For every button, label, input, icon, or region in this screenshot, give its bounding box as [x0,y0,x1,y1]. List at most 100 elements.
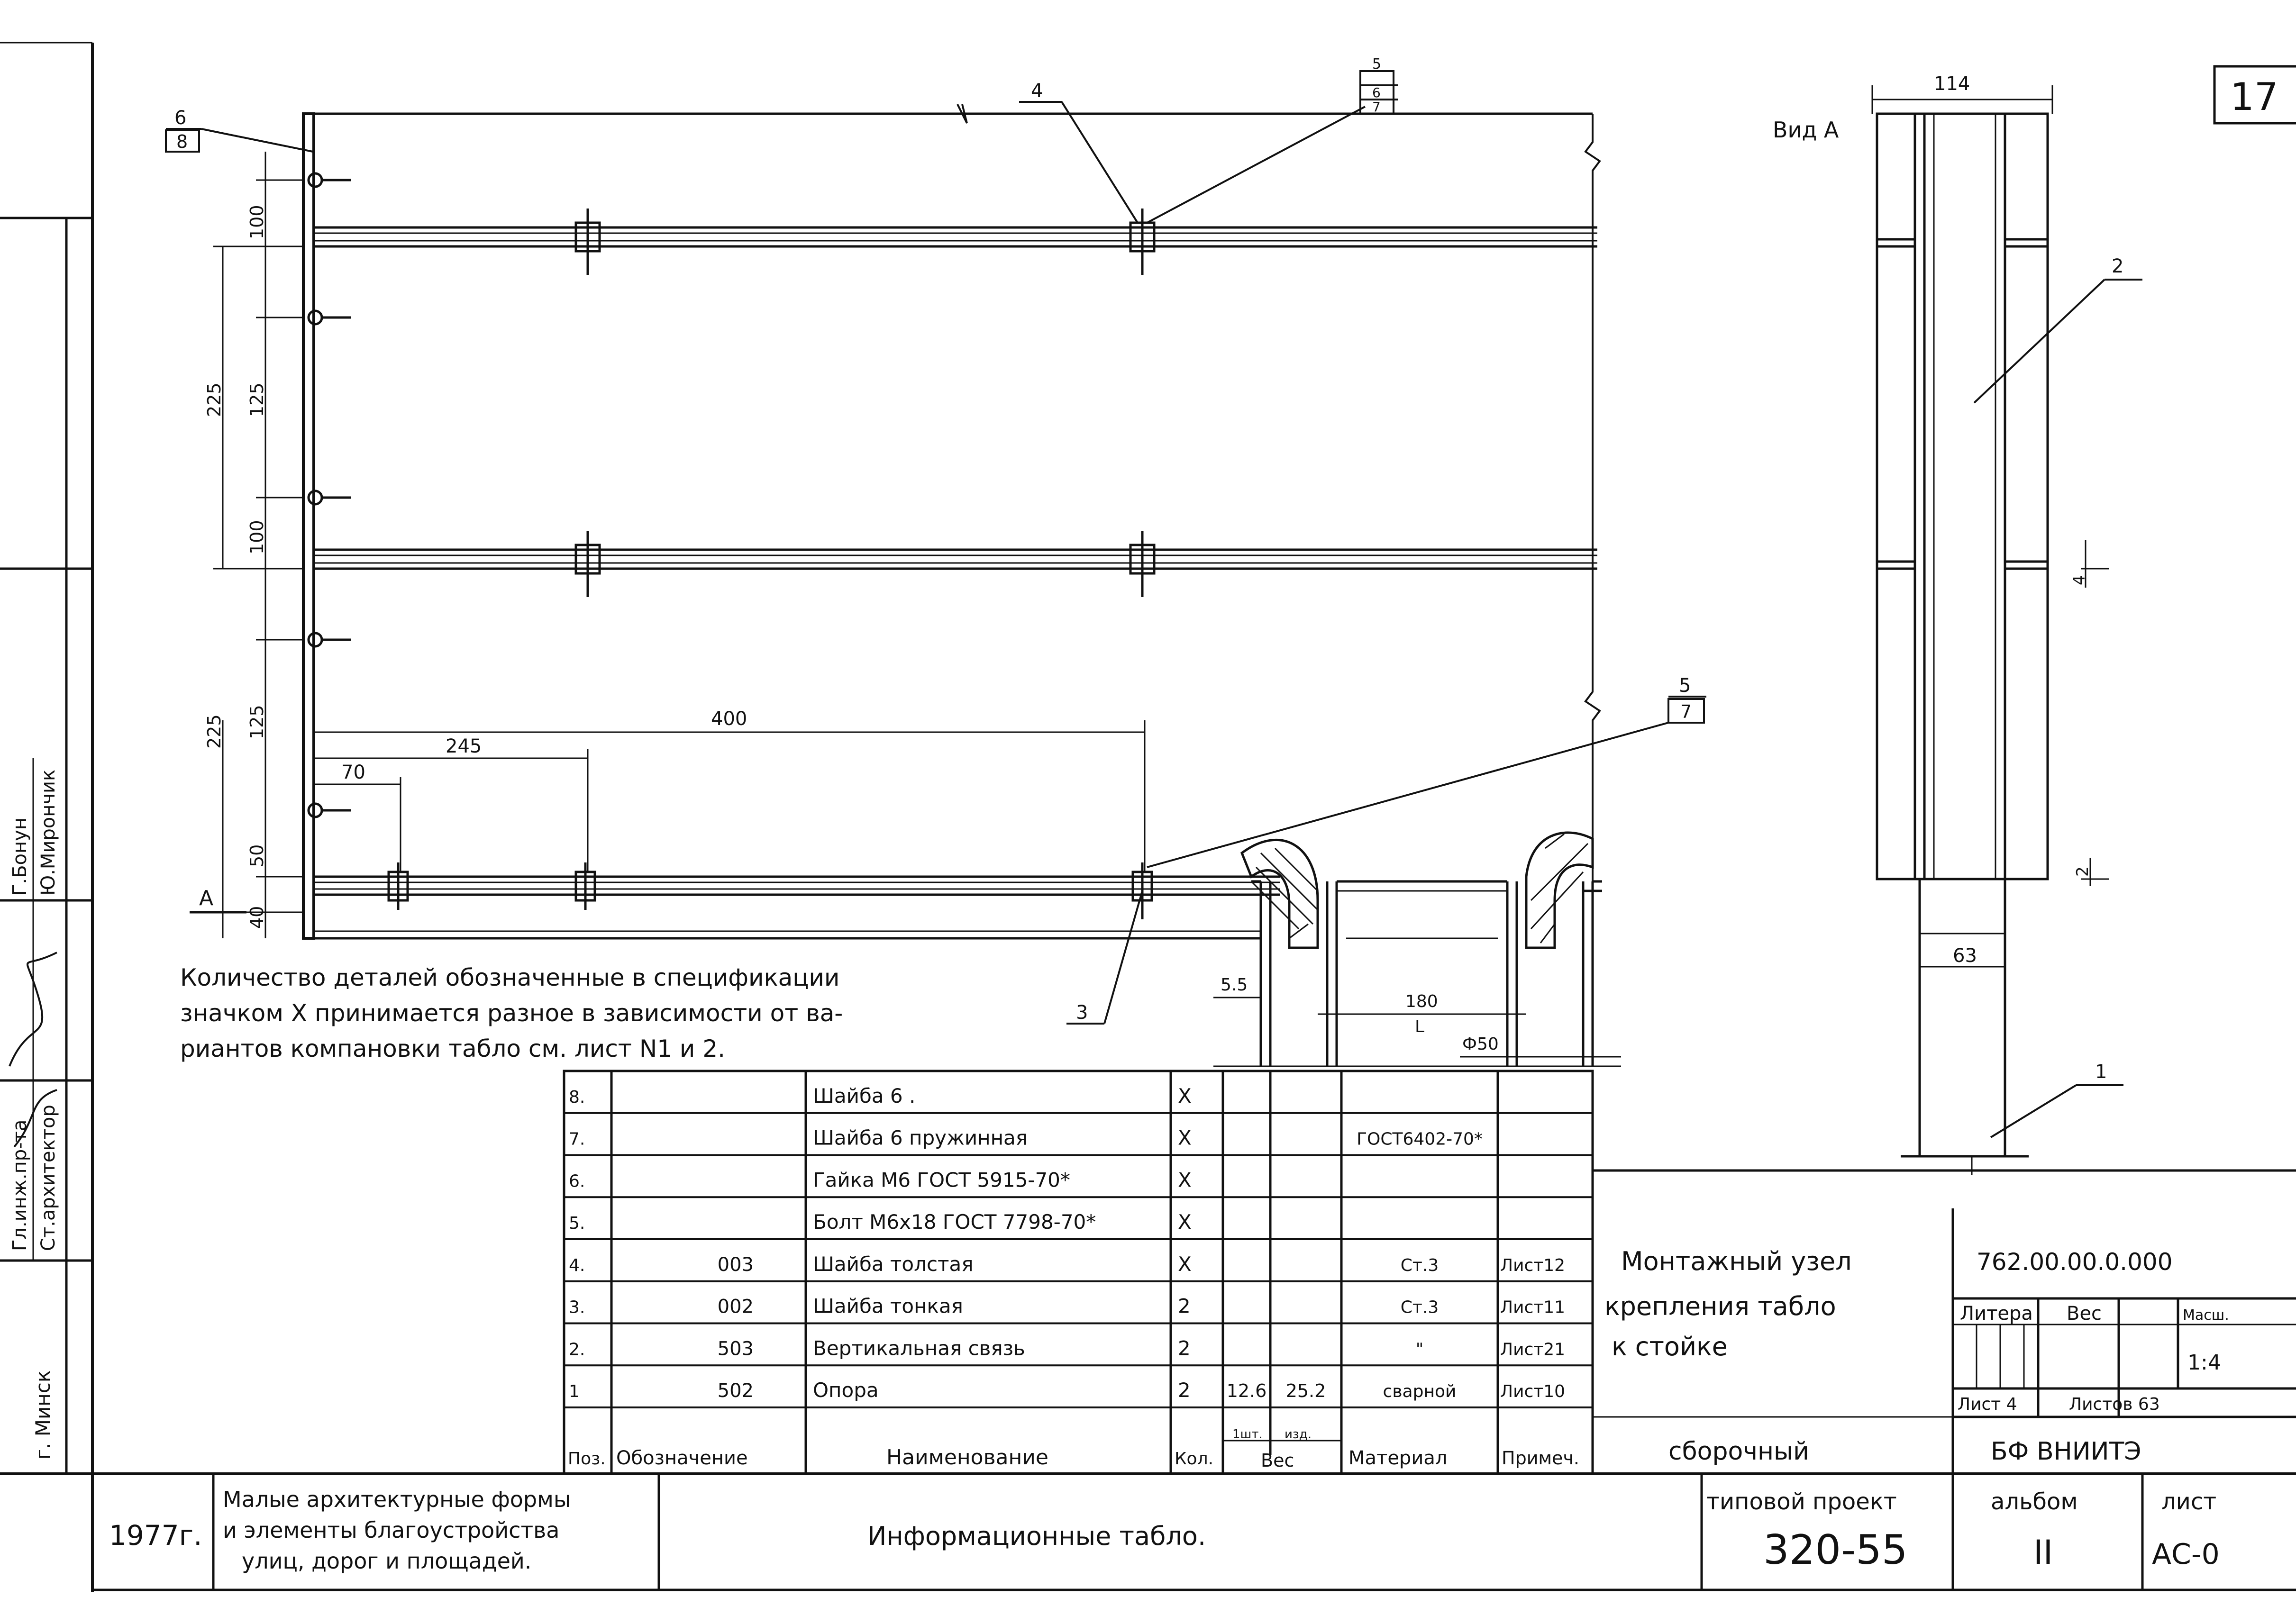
signature-2 [13,1089,57,1148]
spec-cell-mass-one: 12.6 [1227,1380,1267,1401]
callout-3 [1066,890,1143,1025]
spec-cell-note: Лист12 [1500,1256,1565,1275]
callout-6-8 [165,128,313,153]
stamp-role-1: Гл.инж.пр-та [9,1120,31,1251]
spec-table: Поз. Обозначение Наименование Кол. 1шт. … [563,1070,1594,1475]
doc-number: 762.00.00.0.000 [1977,1248,2173,1276]
assembly-title-3: к стойке [1612,1332,1728,1361]
assembly-title-1: Монтажный узел [1621,1246,1852,1276]
spec-cell-note: Лист11 [1500,1298,1565,1317]
stamp-name-1: Г.Бонун [9,817,31,896]
callout-5-top: 5 [1372,56,1381,73]
series-title-1: Малые архитектурные формы [223,1487,571,1512]
callout-3-label: 3 [1076,1002,1088,1024]
dim-50: 50 [246,844,267,867]
spec-cell-pos: 5. [569,1214,585,1233]
sheet-label: Лист 4 [1958,1395,2017,1414]
callout-1-label: 1 [2095,1061,2107,1083]
spec-cell-pos: 4. [569,1256,585,1275]
doc-type: сборочный [1668,1437,1809,1466]
post-section [1240,831,1602,1066]
spec-cell-note: Лист10 [1500,1382,1565,1401]
sheet-code: АС-0 [2152,1538,2220,1571]
spec-row: 5. Болт М6х18 ГОСТ 7798-70* X [569,1210,1192,1234]
assembly-title-2: крепления табло [1604,1291,1836,1321]
dim-phi50: Ф50 [1462,1034,1499,1054]
sheet-code-label: лист [2161,1488,2216,1515]
note: Количество деталей обозначенные в специф… [180,964,843,1062]
spec-cell-name: Шайба тонкая [813,1295,963,1318]
dim-114: 114 [1934,73,1970,95]
dim-100-mid: 100 [246,520,267,554]
frame-bolts [307,172,351,818]
product-title: Информационные табло. [867,1521,1206,1551]
organization: БФ ВНИИТЭ [1991,1437,2141,1466]
spec-cell-qty: X [1178,1210,1192,1234]
dim-63: 63 [1953,945,1977,967]
bottom-profile [303,875,1280,940]
dim-125-top: 125 [246,382,267,417]
spec-cell-pos: 2. [569,1340,585,1359]
callout-7-top: 7 [1372,99,1381,115]
spec-cell-name: Гайка М6 ГОСТ 5915-70* [813,1168,1070,1191]
callout-4-label: 4 [1031,80,1043,102]
callout-4 [1019,101,1139,224]
spec-cell-pos: 1 [569,1382,580,1401]
spec-cell-name: Опора [813,1379,879,1402]
project-number: 320-55 [1763,1526,1908,1574]
spec-cell-qty: X [1178,1084,1192,1107]
spec-head-weight: Вес [1261,1450,1294,1471]
spec-cell-material: Ст.3 [1401,1256,1439,1275]
pipe-dimensions [1213,997,1621,1067]
album-label: альбом [1991,1488,2078,1515]
corner-mark-text: 17 [2230,75,2278,119]
spec-cell-qty: 2 [1178,1336,1191,1360]
spec-cell-qty: X [1178,1126,1192,1150]
sheet-frame [0,42,2296,1592]
spec-cell-material: " [1416,1340,1424,1359]
spec-cell-code: 002 [718,1296,754,1318]
spec-cell-code: 502 [718,1380,754,1402]
callout-7-mid: 7 [1680,701,1692,722]
scale-label: Масш. [2183,1307,2229,1324]
view-a: Вид А [1773,73,2142,1175]
spec-cell-pos: 6. [569,1171,585,1191]
spec-cell-mass-total: 25.2 [1286,1380,1326,1401]
spec-cell-material: Ст.3 [1401,1298,1439,1317]
spec-head-mass-one: 1шт. [1232,1427,1263,1442]
horizontal-profile-2 [314,548,1597,570]
dim-2: 2 [2073,866,2092,877]
corner-mark: 17 [2213,65,2296,125]
left-stamp: Гл.инж.пр-та Ст.архитектор Г.Бонун Ю.Мир… [0,217,92,1474]
signature-1 [9,952,57,1067]
sheets-total-label: Листов 63 [2069,1395,2160,1414]
dim-400: 400 [711,708,747,730]
spec-head-code: Обозначение [616,1447,748,1469]
profile-bolts [387,209,1156,919]
spec-cell-qty: X [1178,1168,1192,1191]
spec-cell-pos: 3. [569,1298,585,1317]
spec-head-qty: Кол. [1175,1449,1213,1469]
callout-5-mid: 5 [1679,675,1691,697]
callout-8: 8 [176,131,188,152]
spec-row: 8.Шайба 6 .X [569,1084,1192,1107]
note-line-1: Количество деталей обозначенные в специф… [180,964,839,991]
title-block: Монтажный узел крепления табло к стойке … [109,1169,2296,1590]
dim-100-top: 100 [246,205,267,239]
spec-row: 6. Гайка М6 ГОСТ 5915-70* X [569,1168,1192,1191]
spec-cell-name: Болт М6х18 ГОСТ 7798-70* [813,1210,1096,1234]
dim-L: L [1415,1017,1424,1036]
dim-40: 40 [246,906,267,929]
spec-cell-note: Лист21 [1500,1340,1565,1359]
dim-225-top: 225 [204,382,225,417]
callout-5-7-mid [1147,696,1706,868]
front-view: 100 225 125 100 225 125 50 40 400 245 70… [165,56,1706,1067]
spec-cell-name: Шайба 6 пружинная [813,1126,1028,1150]
spec-head-note: Примеч. [1502,1448,1579,1469]
spec-head-pos: Поз. [568,1449,606,1469]
